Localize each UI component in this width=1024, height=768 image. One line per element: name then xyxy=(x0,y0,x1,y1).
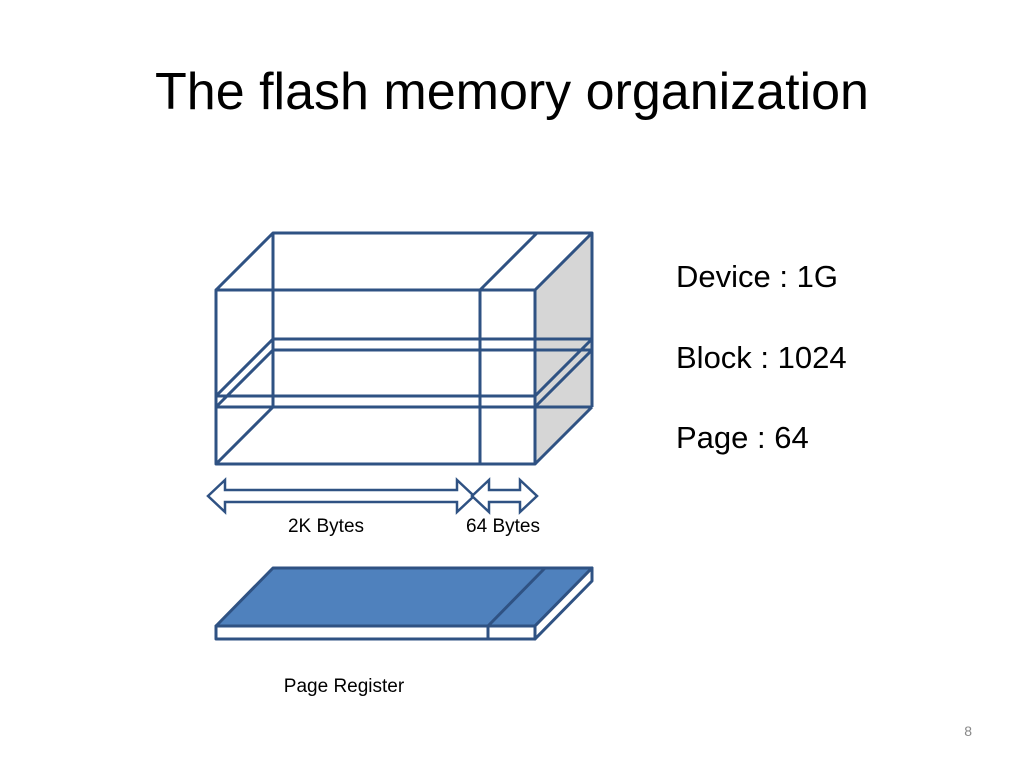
page-register-side xyxy=(533,566,594,641)
page-count-text: Page : 64 xyxy=(676,420,809,455)
memory-block-outline xyxy=(214,231,594,466)
spare-area-arrow xyxy=(470,477,539,515)
page-number: 8 xyxy=(964,723,972,739)
block-count-text: Block : 1024 xyxy=(676,340,847,375)
page-register-label: Page Register xyxy=(284,676,405,697)
slide-title: The flash memory organization xyxy=(155,63,869,121)
data-area-label: 2K Bytes xyxy=(288,516,364,537)
device-size-text: Device : 1G xyxy=(676,259,838,294)
page-register xyxy=(214,566,594,641)
spare-area-label: 64 Bytes xyxy=(466,516,540,537)
data-area-arrow xyxy=(206,477,476,515)
